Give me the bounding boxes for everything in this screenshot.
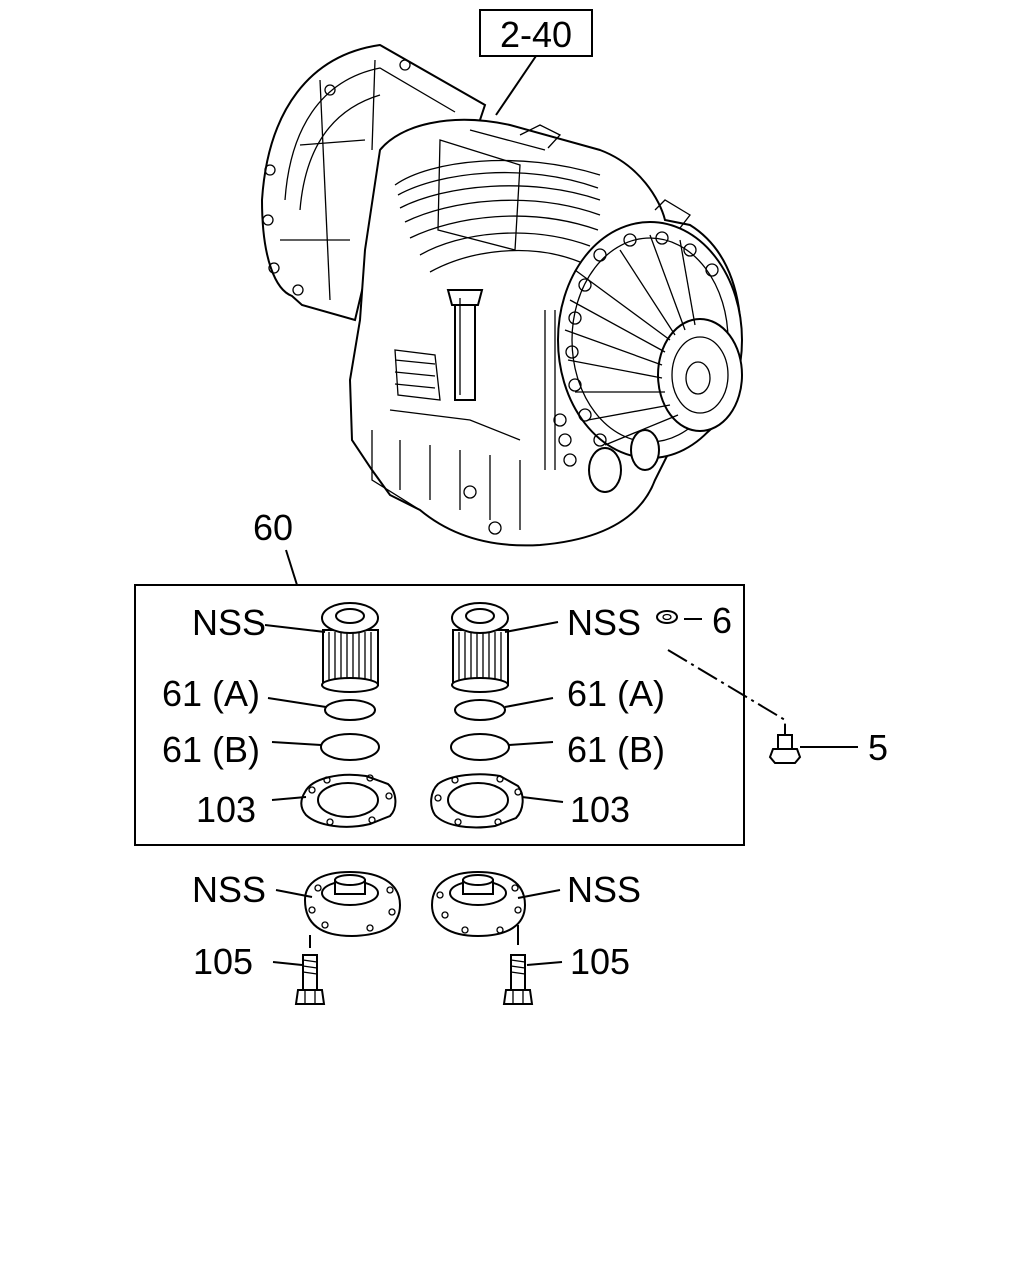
assembly-callout: 60 — [253, 507, 293, 548]
bolt-right-callout: 105 — [570, 941, 630, 982]
washer-plug-centerline — [667, 649, 786, 735]
bolt-right — [502, 954, 534, 1005]
o-ring-a-right-callout: 61 (A) — [567, 673, 665, 714]
cover-right-callout: NSS — [567, 869, 641, 910]
o-ring-b-right — [450, 733, 510, 761]
assembly-frame: 60 — [134, 507, 745, 846]
o-ring-b-right-callout: 61 (B) — [567, 729, 665, 770]
gasket-left-leader — [271, 796, 307, 801]
gasket-right-callout: 103 — [570, 789, 630, 830]
reference-box: 2-40 — [479, 9, 593, 57]
bolt-left — [294, 954, 326, 1005]
filter-element-right — [451, 602, 509, 693]
o-ring-a-left-callout: 61 (A) — [162, 673, 260, 714]
plug-callout: 5 — [868, 727, 888, 768]
transmission-illustration — [260, 43, 743, 547]
filter-cover-right — [430, 870, 527, 938]
gasket-right-leader — [521, 796, 564, 803]
o-ring-a-right — [454, 699, 506, 721]
gasket-right — [430, 773, 524, 829]
assembly-leader — [285, 549, 298, 586]
filter-element-left — [321, 602, 379, 693]
bolt-left-callout: 105 — [193, 941, 253, 982]
o-ring-b-left-callout: 61 (B) — [162, 729, 260, 770]
drain-plug — [768, 734, 802, 764]
gasket-left-callout: 103 — [196, 789, 256, 830]
filter-left-leader — [264, 624, 326, 633]
o-ring-a-left-leader — [267, 697, 327, 708]
cover-left-callout: NSS — [192, 869, 266, 910]
reference-leader — [495, 55, 537, 116]
filter-cover-left — [303, 870, 402, 938]
o-ring-a-left — [324, 699, 376, 721]
bolt-right-leader — [526, 961, 563, 966]
reference-label: 2-40 — [500, 14, 572, 55]
washer — [656, 610, 678, 624]
bolt-left-leader — [272, 961, 303, 966]
o-ring-b-right-leader — [508, 741, 554, 746]
o-ring-b-left-leader — [271, 741, 322, 746]
o-ring-b-left — [320, 733, 380, 761]
filter-left-callout: NSS — [192, 602, 266, 643]
filter-right-leader — [504, 621, 559, 633]
o-ring-a-right-leader — [504, 697, 554, 708]
cover-left-leader — [275, 889, 313, 898]
filter-right-callout: NSS — [567, 602, 641, 643]
cover-right-leader — [517, 889, 561, 899]
gasket-left — [300, 773, 397, 828]
washer-callout: 6 — [712, 600, 732, 641]
